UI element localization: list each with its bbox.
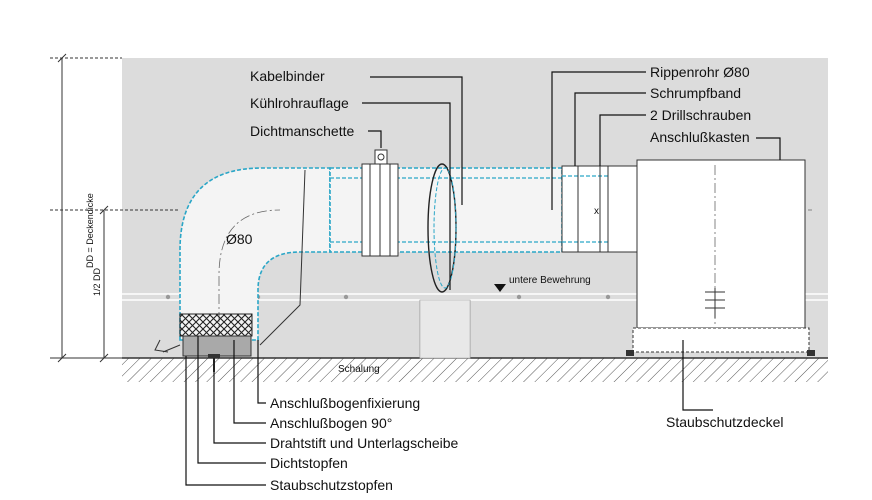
formwork-hatch: [122, 358, 828, 382]
label-dichtstopfen: Dichtstopfen: [270, 455, 348, 471]
label-anschlusskasten: Anschlußkasten: [650, 129, 750, 145]
bewehrung-arrow: [494, 284, 506, 292]
label-dichtmanschette: Dichtmanschette: [250, 123, 354, 139]
label-schalung: Schalung: [338, 364, 380, 375]
dim-halbe-dd: 1/2 DD: [92, 267, 102, 296]
label-staubschutzdeckel: Staubschutzdeckel: [666, 414, 784, 430]
elbow-anchor: [259, 169, 306, 346]
label-kuehlrohrauflage: Kühlrohrauflage: [250, 95, 349, 111]
staubschutzstopfen-plug: [182, 335, 252, 357]
screw-mark: x: [594, 206, 599, 217]
box-fixing: [705, 288, 725, 318]
leader-lines: [185, 71, 781, 486]
label-drillschrauben: 2 Drillschrauben: [650, 107, 751, 123]
staubschutzdeckel-cover: [632, 327, 810, 353]
elbow-bend: [179, 167, 331, 341]
rebar-supports: [419, 299, 471, 359]
label-anschlussbogenfixierung: Anschlußbogenfixierung: [270, 395, 420, 411]
kuehlrohrauflage-bracket: [374, 149, 388, 165]
anschlusskasten-box: [636, 159, 806, 329]
label-kabelbinder: Kabelbinder: [250, 68, 325, 84]
label-rippenrohr: Rippenrohr Ø80: [650, 64, 750, 80]
label-schrumpfband: Schrumpfband: [650, 85, 741, 101]
label-drahtstift: Drahtstift und Unterlagscheibe: [270, 435, 459, 451]
dim-deckendicke: DD = Deckendicke: [85, 193, 95, 268]
schrumpfband-band: [577, 165, 609, 253]
label-untere-bewehrung: untere Bewehrung: [509, 275, 591, 286]
dimension-lines: [50, 53, 180, 363]
dichtstopfen-mesh: [179, 313, 253, 337]
label-staubschutzstopfen: Staubschutzstopfen: [270, 477, 393, 493]
label-durchmesser: Ø80: [226, 231, 253, 247]
elbow-centerline: [218, 209, 281, 340]
label-anschlussbogen: Anschlußbogen 90°: [270, 415, 392, 431]
